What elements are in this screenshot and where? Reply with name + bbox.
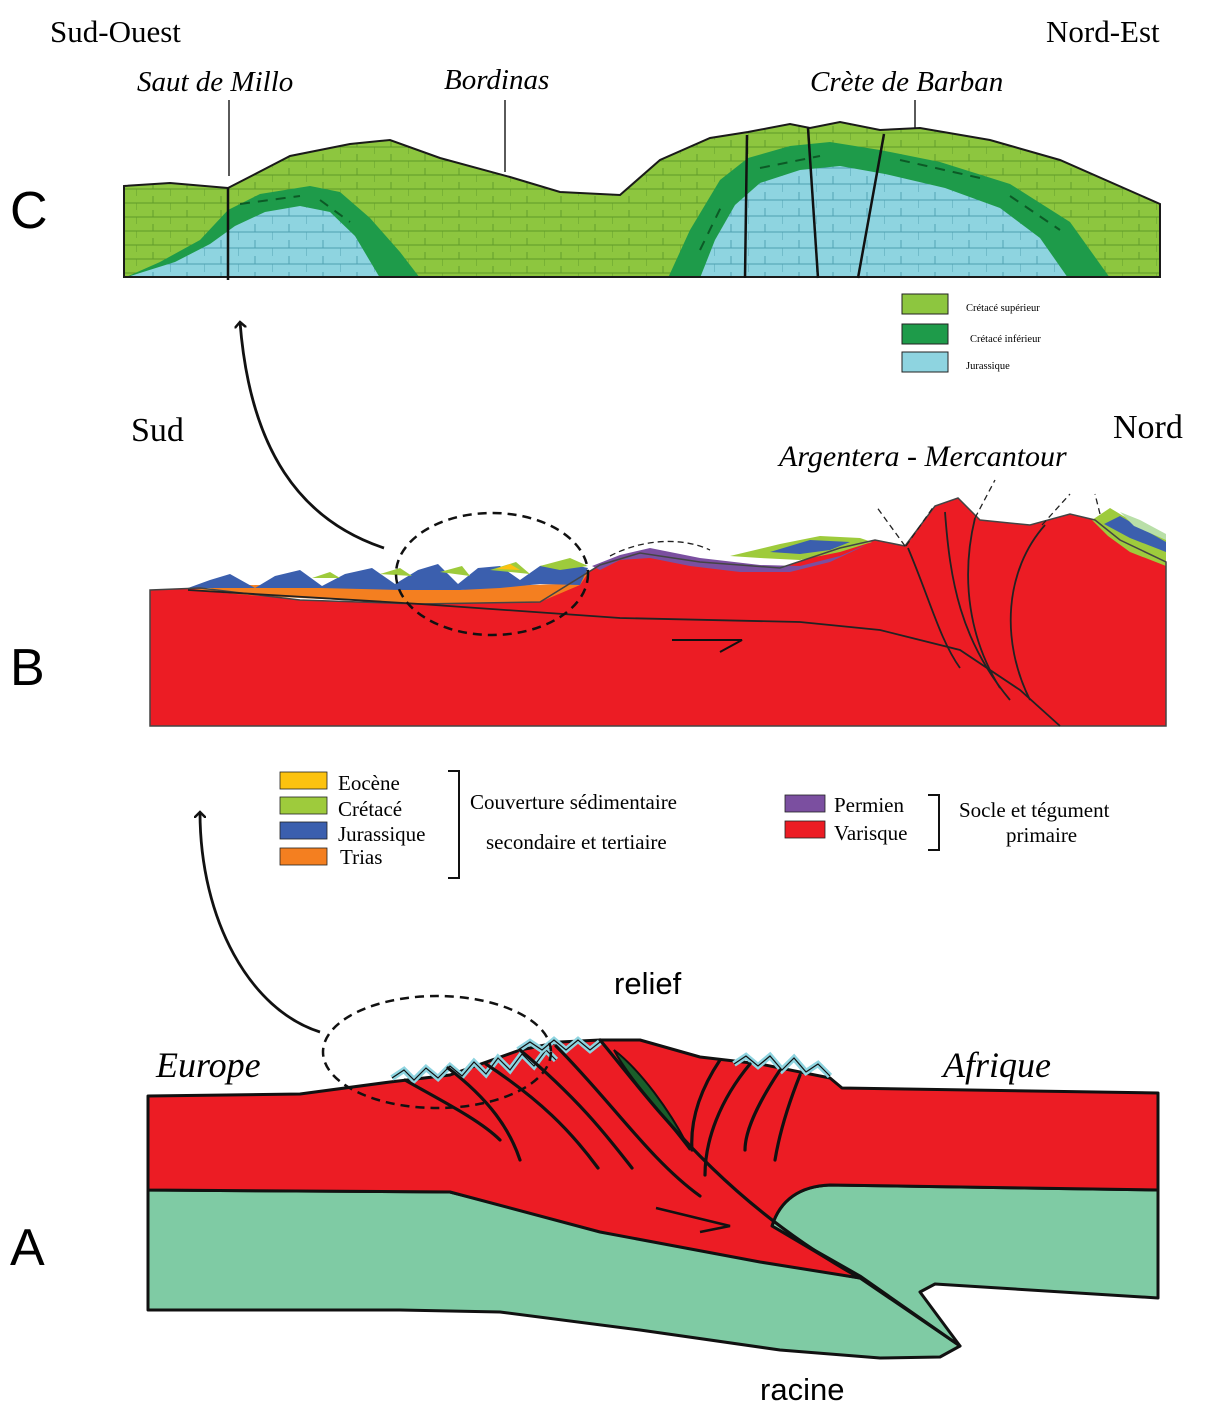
legend-b-group-basement-1: Socle et tégument: [959, 798, 1110, 822]
racine-label: racine: [760, 1372, 844, 1407]
pointer-lines-c: [228, 100, 916, 176]
zoom-arrow-b-to-c: [240, 322, 385, 550]
varisque-basement: [150, 498, 1166, 726]
jurassique-folds: [188, 562, 588, 590]
legend-b-bracket-basement: [928, 794, 940, 851]
place-bordinas: Bordinas: [444, 64, 549, 96]
panel-b-letter: B: [10, 639, 45, 697]
thrust-faults-a: [403, 1038, 862, 1280]
legend-c-swatch-cretace-sup: [901, 293, 949, 315]
massif-label: Argentera - Mercantour: [777, 440, 1067, 473]
legend-b-swatch-jurassique: [279, 821, 328, 840]
thrust-sense-arrow-a: [655, 1206, 731, 1234]
legend-c-swatch-jurassique: [901, 351, 949, 373]
legend-b: Eocène Crétacé Jurassique Trias Couvertu…: [279, 770, 1110, 879]
legend-b-swatch-permien: [784, 794, 826, 813]
legend-c-label-cretace-sup: Crétacé supérieur: [966, 303, 1040, 314]
orientation-right-c: Nord-Est: [1046, 14, 1160, 49]
relief-label: relief: [614, 966, 682, 1001]
place-crete-de-barban: Crète de Barban: [810, 66, 1003, 98]
legend-b-group-basement-2: primaire: [1006, 823, 1077, 847]
zoom-arrow-a-to-b: [200, 812, 321, 1034]
orientation-left-c: Sud-Ouest: [50, 14, 181, 49]
zoom-circle-a: [321, 994, 553, 1110]
legend-c-swatch-cretace-inf: [901, 323, 949, 345]
eocene-core: [496, 564, 520, 570]
legend-b-swatch-varisque: [784, 820, 826, 839]
legend-b-group-sedimentary-1: Couverture sédimentaire: [470, 790, 677, 814]
section-c-outline: [123, 120, 1161, 278]
dashed-eroded-traces: [609, 479, 1101, 557]
panel-b: B Sud Nord Argentera - Mercantour: [10, 409, 1183, 879]
legend-b-label-cretace: Crétacé: [338, 797, 402, 821]
panel-c: C Sud-Ouest Nord-Est Saut de Millo Bordi…: [10, 14, 1161, 373]
thrust-sense-arrow-b: [672, 639, 743, 653]
panel-a-letter: A: [10, 1219, 45, 1277]
legend-b-bracket-sedimentary: [448, 770, 460, 879]
orientation-left-b: Sud: [131, 412, 184, 449]
place-saut-de-millo: Saut de Millo: [137, 66, 293, 98]
legend-b-swatch-cretace: [279, 796, 328, 815]
orientation-right-b: Nord: [1113, 409, 1183, 446]
zoom-circle-b: [394, 511, 590, 637]
legend-b-swatch-trias: [279, 847, 328, 866]
legend-b-swatch-eocene: [279, 771, 328, 790]
legend-c-label-jurassique: Jurassique: [966, 361, 1010, 372]
legend-c-label-cretace-inf: Crétacé inférieur: [970, 334, 1041, 345]
legend-b-label-varisque: Varisque: [834, 821, 907, 845]
legend-c: Crétacé supérieur Crétacé inférieur Jura…: [901, 293, 1041, 373]
legend-b-label-trias: Trias: [340, 845, 382, 869]
permien-layer: [592, 540, 875, 572]
legend-b-label-eocene: Eocène: [338, 771, 400, 795]
europe-label: Europe: [155, 1045, 261, 1085]
legend-b-label-permien: Permien: [834, 793, 904, 817]
legend-b-group-sedimentary-2: secondaire et tertiaire: [486, 830, 667, 854]
jurassique-layer: [124, 206, 380, 277]
afrique-label: Afrique: [941, 1045, 1051, 1085]
panel-a: A relief racine Europe Afrique: [10, 966, 1160, 1407]
thrusts-b: [187, 511, 1061, 727]
cross-section-c: [124, 122, 1160, 277]
faults-c: [226, 127, 886, 280]
legend-b-label-jurassique: Jurassique: [338, 822, 426, 846]
panel-c-letter: C: [10, 182, 48, 240]
